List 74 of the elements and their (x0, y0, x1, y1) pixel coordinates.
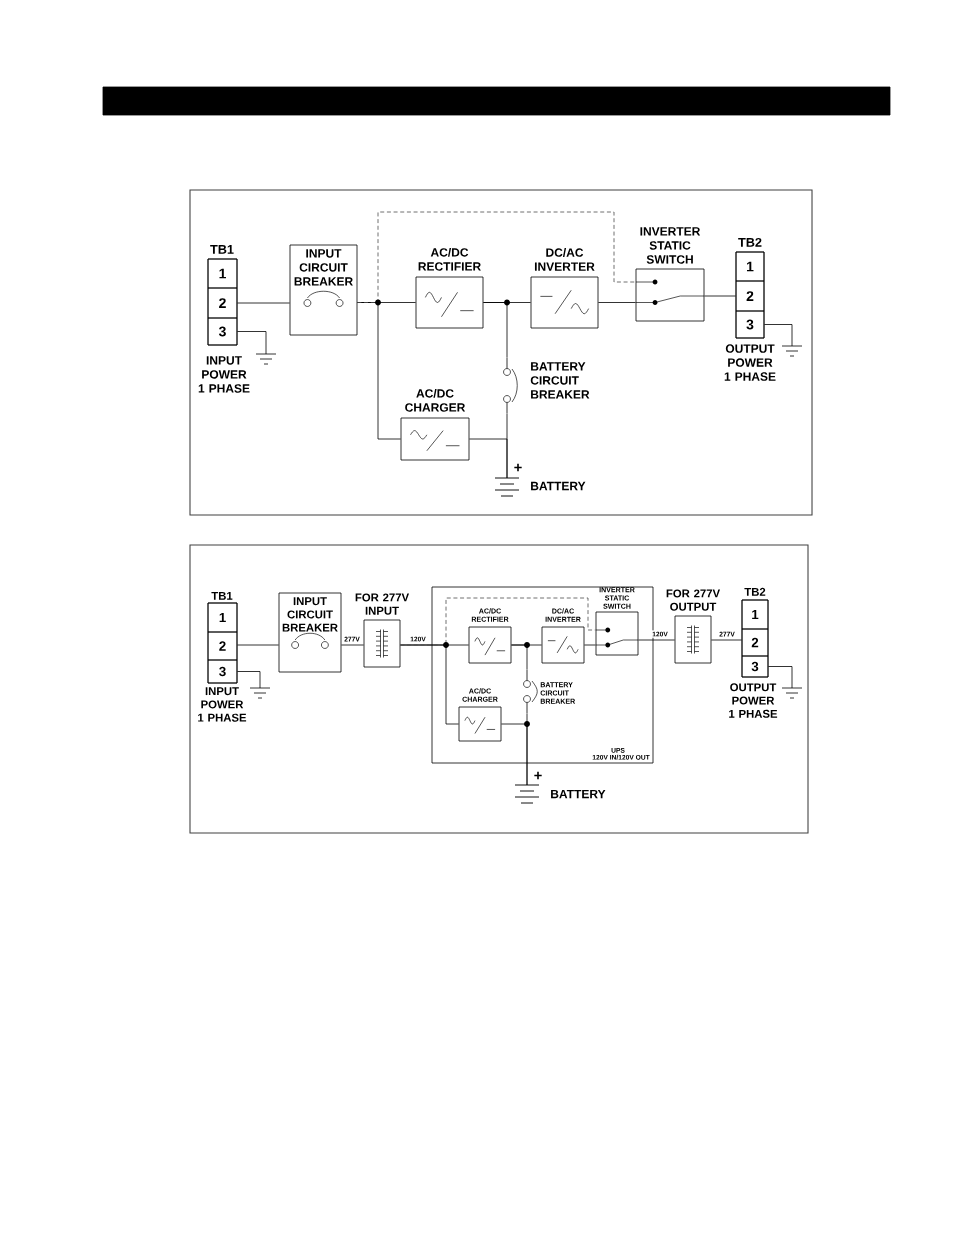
ground-symbol (249, 687, 271, 699)
ground-symbol (255, 353, 277, 365)
block-label: AC/DC RECTIFIER (418, 247, 481, 271)
polarity-sign: + (514, 463, 522, 472)
wire (704, 295, 736, 297)
terminal-label: OUTPUT POWER 1 PHASE (729, 683, 778, 718)
wire (764, 324, 793, 347)
wire (638, 639, 675, 641)
terminal-cell: 2 (741, 628, 769, 657)
wire (237, 331, 267, 355)
ground-symbol (781, 687, 803, 699)
terminal-cell: 1 (741, 599, 769, 630)
block-label: DC/AC INVERTER (534, 248, 595, 271)
wire (237, 644, 279, 646)
function-block (530, 248, 599, 329)
ground-symbol (781, 345, 803, 357)
wire (341, 644, 364, 646)
function-block (468, 608, 512, 664)
breaker-symbol (523, 669, 538, 714)
terminal-cell: 3 (207, 317, 238, 346)
breaker-symbol (503, 357, 518, 414)
wire (584, 644, 596, 646)
terminal-cell: 1 (207, 602, 238, 633)
block-label: TB1 (211, 591, 233, 600)
terminal-cell: 1 (207, 258, 238, 289)
terminal-cell: 3 (741, 655, 769, 678)
terminal-cell: 1 (735, 251, 765, 282)
block-label: TB2 (738, 237, 762, 247)
wire (501, 723, 528, 786)
wire (400, 644, 459, 725)
wire (237, 671, 261, 689)
wire (511, 644, 528, 671)
polarity-sign: + (534, 771, 542, 780)
block-label: INPUT CIRCUIT BREAKER (282, 597, 338, 632)
title-bar (102, 86, 891, 116)
function-block (541, 608, 585, 664)
function-block (666, 589, 720, 664)
function-block (595, 587, 639, 656)
terminal-cell: 3 (207, 659, 238, 684)
wire (768, 666, 793, 689)
battery-label: BATTERY (531, 481, 586, 491)
block-label: TB2 (744, 587, 766, 596)
battery-label: BATTERY (551, 789, 606, 799)
terminal-label: OUTPUT POWER 1 PHASE (724, 344, 776, 381)
wire (400, 597, 596, 646)
terminal-cell: 2 (207, 287, 238, 319)
wire (237, 302, 290, 304)
block-label: TB1 (210, 245, 234, 254)
wire (357, 302, 401, 440)
wire (357, 211, 636, 303)
terminal-label: INPUT POWER 1 PHASE (198, 687, 247, 722)
breaker-box (278, 592, 342, 673)
wire (483, 302, 508, 359)
wire (598, 302, 636, 303)
function-block (415, 247, 484, 329)
function-block (400, 388, 470, 461)
block-label: FOR 277V INPUT (355, 593, 409, 615)
breaker-label: BATTERY CIRCUIT BREAKER (530, 362, 590, 399)
breaker-box (289, 244, 358, 336)
block-label: AC/DC CHARGER (405, 388, 466, 412)
function-block (458, 688, 502, 742)
terminal-label: INPUT POWER 1 PHASE (198, 356, 250, 393)
function-block (635, 227, 705, 322)
block-label: INPUT CIRCUIT BREAKER (294, 249, 353, 286)
block-label: FOR 277V OUTPUT (666, 589, 720, 611)
battery-symbol (514, 784, 540, 804)
terminal-cell: 3 (735, 310, 765, 339)
block-label: INVERTER STATIC SWITCH (640, 227, 701, 264)
battery-symbol (494, 477, 520, 497)
wire (469, 438, 508, 479)
enclosure-box (431, 586, 654, 764)
terminal-cell: 2 (207, 631, 238, 661)
wire (711, 639, 742, 641)
terminal-cell: 2 (735, 280, 765, 312)
